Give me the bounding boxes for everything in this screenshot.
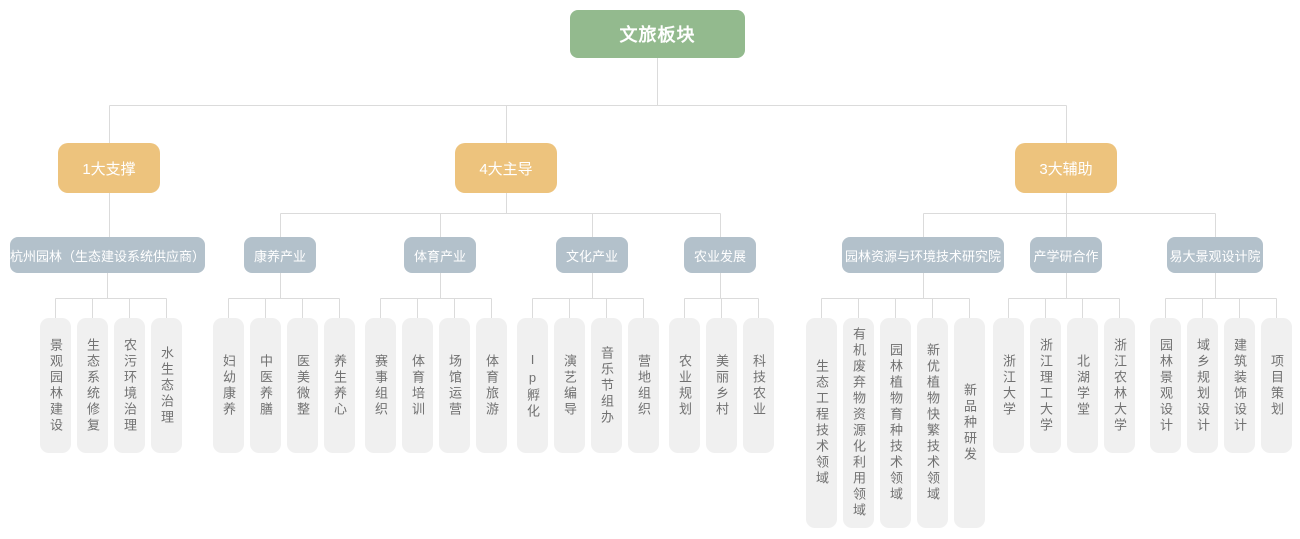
node-leaf: 水生态治理 [151,318,182,453]
node-group-academia-cooperation: 产学研合作 [1030,237,1102,273]
node-leaf: 科技农业 [743,318,774,453]
leaf-label: 新优植物快繁技术领域 [925,343,940,503]
node-leaf: 建筑装饰设计 [1224,318,1255,453]
node-leaf: 中医养膳 [250,318,281,453]
node-branch-leading: 4大主导 [455,143,557,193]
node-leaf: 园林植物育种技术领域 [880,318,911,528]
leaf-label: 景观园林建设 [48,337,63,434]
node-leaf: 项目策划 [1261,318,1292,453]
leaf-label: 域乡规划设计 [1195,337,1210,434]
leaf-label: 演艺编导 [562,353,577,418]
node-branch-auxiliary: 3大辅助 [1015,143,1117,193]
node-leaf: 域乡规划设计 [1187,318,1218,453]
leaf-label: 美丽乡村 [714,353,729,418]
node-leaf: 浙江理工大学 [1030,318,1061,453]
node-leaf: 新品种研发 [954,318,985,528]
leaf-label: 科技农业 [751,353,766,418]
leaf-label: 农污环境治理 [122,337,137,434]
leaf-label: 水生态治理 [159,345,174,426]
node-leaf: 音乐节组办 [591,318,622,453]
leaf-label: 妇幼康养 [221,353,236,418]
node-group-sports-industry: 体育产业 [404,237,476,273]
node-root: 文旅板块 [570,10,745,58]
leaf-label: 场馆运营 [447,353,462,418]
leaf-label: 音乐节组办 [599,345,614,426]
node-leaf: 美丽乡村 [706,318,737,453]
node-group-health-industry: 康养产业 [244,237,316,273]
node-group-agriculture: 农业发展 [684,237,756,273]
leaf-label: 园林景观设计 [1158,337,1173,434]
leaf-label: 体育培训 [410,353,425,418]
leaf-label: 项目策划 [1269,353,1284,418]
node-leaf: 北湖学堂 [1067,318,1098,453]
leaf-label: 中医养膳 [258,353,273,418]
node-branch-support: 1大支撑 [58,143,160,193]
node-group-culture-industry: 文化产业 [556,237,628,273]
leaf-label: Ip孵化 [525,351,540,420]
node-leaf: 新优植物快繁技术领域 [917,318,948,528]
node-leaf: 医美微整 [287,318,318,453]
node-leaf: Ip孵化 [517,318,548,453]
leaf-label: 建筑装饰设计 [1232,337,1247,434]
node-leaf: 浙江大学 [993,318,1024,453]
leaf-label: 生态系统修复 [85,337,100,434]
leaf-label: 北湖学堂 [1075,353,1090,418]
node-leaf: 生态工程技术领域 [806,318,837,528]
node-leaf: 景观园林建设 [40,318,71,453]
node-leaf: 农业规划 [669,318,700,453]
node-leaf: 营地组织 [628,318,659,453]
node-leaf: 妇幼康养 [213,318,244,453]
leaf-label: 养生养心 [332,353,347,418]
leaf-label: 园林植物育种技术领域 [888,343,903,503]
node-leaf: 场馆运营 [439,318,470,453]
node-leaf: 农污环境治理 [114,318,145,453]
leaf-label: 医美微整 [295,353,310,418]
leaf-label: 营地组织 [636,353,651,418]
node-leaf: 体育旅游 [476,318,507,453]
node-leaf: 浙江农林大学 [1104,318,1135,453]
node-leaf: 园林景观设计 [1150,318,1181,453]
leaf-label: 体育旅游 [484,353,499,418]
leaf-label: 赛事组织 [373,353,388,418]
node-leaf: 养生养心 [324,318,355,453]
node-leaf: 演艺编导 [554,318,585,453]
node-leaf: 有机废弃物资源化利用领域 [843,318,874,528]
leaf-label: 新品种研发 [962,383,977,463]
node-leaf: 赛事组织 [365,318,396,453]
leaf-label: 浙江农林大学 [1112,337,1127,434]
node-group-research-institute: 园林资源与环境技术研究院 [842,237,1004,273]
leaf-label: 有机废弃物资源化利用领域 [851,327,866,519]
node-leaf: 生态系统修复 [77,318,108,453]
node-group-hangzhou-garden: 杭州园林（生态建设系统供应商） [10,237,205,273]
leaf-label: 生态工程技术领域 [814,359,829,487]
node-group-design-institute: 易大景观设计院 [1167,237,1263,273]
leaf-label: 农业规划 [677,353,692,418]
leaf-label: 浙江大学 [1001,353,1016,418]
node-leaf: 体育培训 [402,318,433,453]
leaf-label: 浙江理工大学 [1038,337,1053,434]
